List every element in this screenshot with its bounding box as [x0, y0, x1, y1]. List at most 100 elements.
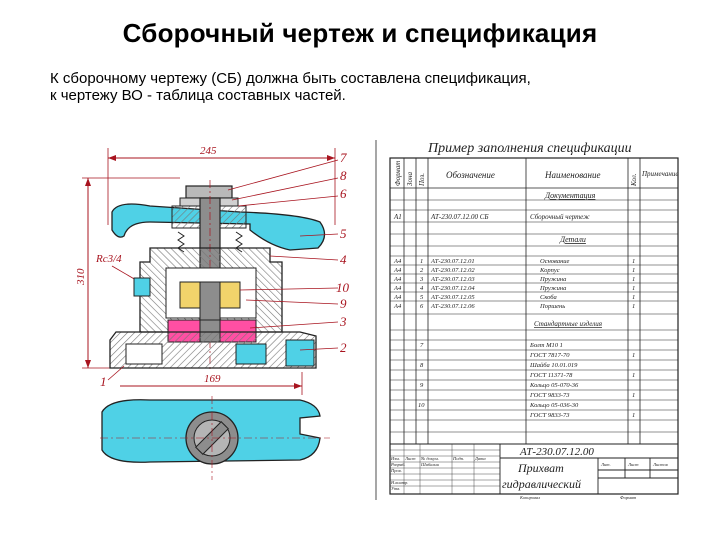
svg-text:Копировал: Копировал [519, 495, 540, 500]
svg-text:Листов: Листов [652, 462, 668, 467]
svg-text:Лист: Лист [627, 462, 639, 467]
stamp-name-2: гидравлический [502, 477, 581, 491]
svg-text:1: 1 [632, 285, 635, 292]
page-title: Сборочный чертеж и спецификация [122, 18, 598, 48]
subtitle-line-1: К сборочному чертежу (СБ) должна быть со… [50, 70, 531, 87]
list-item: А4 2 АТ-230.07.12.02 Корпус 1 [393, 267, 635, 274]
svg-text:А4: А4 [393, 267, 402, 274]
svg-text:А4: А4 [393, 258, 402, 265]
col-zone: Зона [406, 172, 414, 186]
svg-text:Корпус: Корпус [539, 267, 560, 274]
svg-text:Шабалин: Шабалин [420, 462, 440, 467]
dim-245: 245 [200, 145, 217, 157]
svg-text:Дата: Дата [474, 456, 486, 461]
svg-text:ГОСТ 11371-78: ГОСТ 11371-78 [529, 372, 573, 379]
svg-text:Пружина: Пружина [539, 285, 566, 292]
callout-8: 8 [340, 168, 347, 183]
svg-text:АТ-230.07.12.04: АТ-230.07.12.04 [430, 285, 475, 292]
assembly-drawing: 245 310 169 Rc3/4 [75, 145, 350, 480]
col-qty: Кол. [630, 173, 638, 187]
stamp-cells: Изм. Лист № докум. Подп. Дата Разраб. Ша… [390, 456, 668, 500]
svg-text:1: 1 [632, 267, 635, 274]
callout-10: 10 [336, 280, 350, 295]
svg-text:9: 9 [420, 382, 424, 389]
svg-text:А4: А4 [393, 276, 402, 283]
bolt-head [185, 185, 233, 199]
svg-text:АТ-230.07.12.06: АТ-230.07.12.06 [430, 303, 475, 310]
subtitle-line-2: к чертежу ВО - таблица составных частей. [50, 87, 346, 104]
svg-text:2: 2 [420, 267, 424, 274]
svg-text:Основание: Основание [540, 258, 570, 265]
spec-heading: Пример заполнения спецификации [427, 141, 632, 156]
callout-9: 9 [340, 296, 347, 311]
callout-5: 5 [340, 226, 347, 241]
callout-1: 1 [100, 374, 107, 389]
svg-text:ГОСТ 7817-70: ГОСТ 7817-70 [529, 352, 570, 359]
svg-text:Утв.: Утв. [391, 486, 400, 491]
subtitle: К сборочному чертежу (СБ) должна быть со… [50, 70, 690, 104]
col-name: Наименование [544, 170, 601, 180]
list-item: ГОСТ 7817-70 1 [529, 352, 635, 359]
list-item: А4 5 АТ-230.07.12.05 Скоба 1 [393, 294, 635, 301]
top-view [100, 396, 330, 480]
svg-text:10: 10 [418, 402, 425, 409]
list-item: А4 4 АТ-230.07.12.04 Пружина 1 [393, 285, 635, 292]
svg-text:6: 6 [420, 303, 424, 310]
svg-text:4: 4 [420, 285, 424, 292]
svg-text:1: 1 [632, 303, 635, 310]
svg-text:А4: А4 [393, 294, 402, 301]
svg-text:Формат: Формат [620, 495, 637, 500]
svg-text:7: 7 [420, 342, 424, 349]
list-item: 10 Кольцо 05-036-30 [418, 402, 579, 409]
col-pos: Поз. [418, 173, 426, 187]
callout-numbers: 7 8 6 5 4 10 9 3 2 1 [100, 150, 350, 389]
callout-6: 6 [340, 186, 347, 201]
svg-text:Скоба: Скоба [540, 294, 557, 301]
svg-text:3: 3 [419, 276, 424, 283]
svg-text:Поршень: Поршень [539, 303, 565, 310]
svg-text:АТ-230.07.12.02: АТ-230.07.12.02 [430, 267, 475, 274]
svg-text:№ докум.: № докум. [420, 456, 439, 461]
svg-text:1: 1 [632, 392, 635, 399]
svg-text:Подп.: Подп. [452, 456, 464, 461]
svg-text:1: 1 [632, 352, 635, 359]
col-note: Примечание [641, 170, 678, 178]
specification-table: Пример заполнения спецификации [375, 140, 679, 500]
svg-text:Пружина: Пружина [539, 276, 566, 283]
dim-169: 169 [204, 373, 221, 385]
svg-text:1: 1 [632, 258, 635, 265]
svg-text:Изм.: Изм. [390, 456, 400, 461]
svg-text:Шайба 10.01.019: Шайба 10.01.019 [529, 362, 578, 369]
doc-name: Сборочный чертеж [530, 213, 590, 221]
svg-text:8: 8 [420, 362, 424, 369]
svg-text:А4: А4 [393, 285, 402, 292]
svg-text:А4: А4 [393, 303, 402, 310]
svg-text:Лит.: Лит. [600, 462, 611, 467]
svg-text:5: 5 [420, 294, 424, 301]
svg-text:1: 1 [632, 294, 635, 301]
callout-3: 3 [339, 314, 347, 329]
section-docs: Документация [544, 191, 596, 200]
section-standard: Стандартные изделия [534, 320, 602, 328]
svg-text:1: 1 [420, 258, 423, 265]
svg-text:Кольцо 05-036-30: Кольцо 05-036-30 [529, 402, 579, 409]
dimension-height: 310 [75, 177, 180, 369]
doc-designation: АТ-230.07.12.00 СБ [430, 213, 489, 221]
callout-7: 7 [340, 150, 347, 165]
svg-text:Разраб.: Разраб. [390, 462, 405, 467]
svg-text:Пров.: Пров. [390, 468, 402, 473]
svg-text:1: 1 [632, 276, 635, 283]
doc-format: А1 [393, 213, 402, 221]
callout-4: 4 [340, 252, 347, 267]
svg-text:1: 1 [632, 412, 635, 419]
stamp-doc-number: АТ-230.07.12.00 [519, 446, 594, 458]
svg-text:ГОСТ 9833-73: ГОСТ 9833-73 [529, 392, 570, 399]
svg-text:АТ-230.07.12.05: АТ-230.07.12.05 [430, 294, 475, 301]
